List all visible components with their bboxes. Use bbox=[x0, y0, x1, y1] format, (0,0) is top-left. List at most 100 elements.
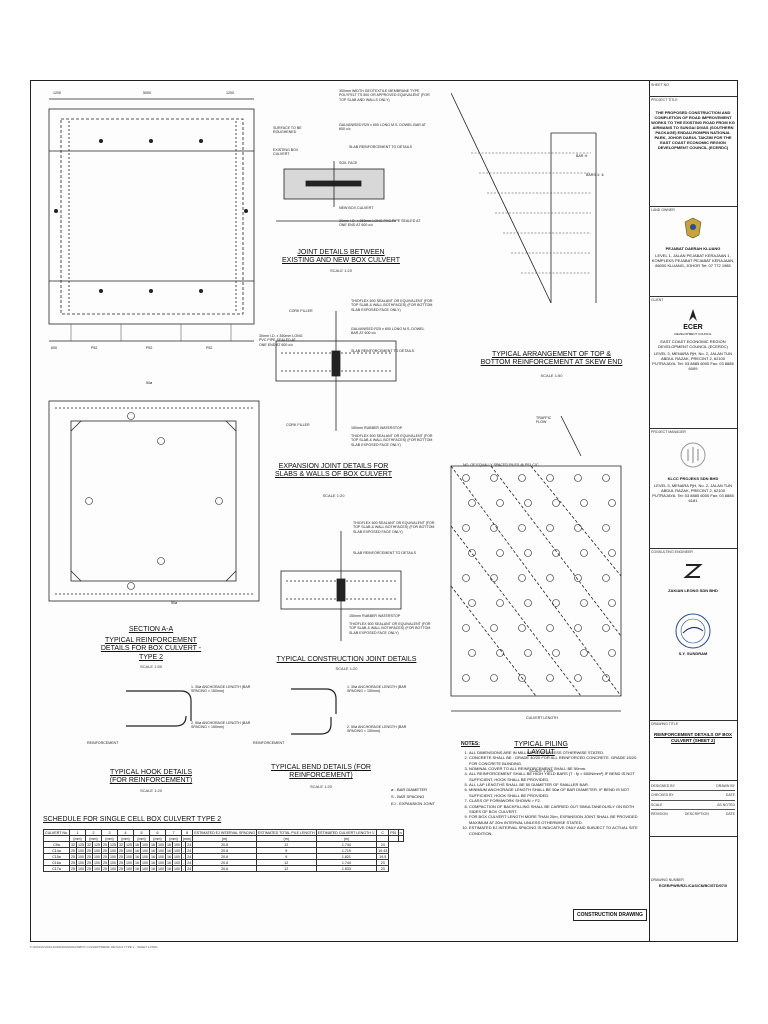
schedule-title: SCHEDULE FOR SINGLE CELL BOX CULVERT TYP… bbox=[43, 816, 222, 823]
pile-marker bbox=[496, 499, 504, 507]
ann-sealant: THIOFLEX 600 SEALANT OR EQUIVALENT (FOR … bbox=[351, 299, 433, 312]
pile-marker bbox=[602, 574, 610, 582]
note-item: CLASS OF FORMWORK SHOWN > F2. bbox=[469, 798, 641, 803]
schedule-unit bbox=[397, 835, 404, 842]
table-cell: 100 bbox=[75, 865, 86, 872]
pile-marker bbox=[546, 574, 554, 582]
pile-marker bbox=[518, 474, 526, 482]
scale-hook: SCALE 1:20 bbox=[139, 788, 162, 793]
table-cell: 16 bbox=[132, 865, 141, 872]
ann-existing: EXISTING BOX CULVERT bbox=[273, 148, 299, 157]
note-item: COMPACTION OF BACKFILLING SHALL BE CARRI… bbox=[469, 804, 641, 815]
pile-marker bbox=[552, 549, 560, 557]
pile-marker bbox=[546, 624, 554, 632]
pile-marker bbox=[608, 649, 616, 657]
ann-anchorage-a: 1. 30ø ANCHORAGE LENGTH (BAR SPACING > 1… bbox=[191, 685, 251, 694]
pile-marker bbox=[574, 574, 582, 582]
table-cell: 25 bbox=[100, 865, 109, 872]
pile-marker bbox=[518, 524, 526, 532]
pile-marker bbox=[462, 524, 470, 532]
ann-surface: SURFACE TO BE ROUGHENED bbox=[273, 126, 302, 135]
pile-marker bbox=[580, 649, 588, 657]
title-block: SHEET NO. PROJECT TITLE THE PROPOSED CON… bbox=[649, 81, 737, 941]
notes-list: ALL DIMENSIONS ARE IN MILLIMETERS UNLESS… bbox=[461, 750, 641, 836]
ann-cork-filler: CORK FILLER bbox=[289, 309, 313, 313]
pile-marker bbox=[574, 524, 582, 532]
ann-slab-reinf-2: SLAB REINFORCEMENT TO DETAILS bbox=[351, 349, 415, 353]
file-path-footer: F:\2016\ZL\2016-ECER\DRAWINGS\BOX CULVER… bbox=[30, 945, 158, 949]
pile-marker bbox=[490, 524, 498, 532]
pile-marker bbox=[552, 599, 560, 607]
ann-slab-reinf: SLAB REINFORCEMENT TO DETAILS bbox=[349, 145, 413, 149]
klcc-logo-icon bbox=[679, 441, 707, 469]
expansion-joint-detail bbox=[275, 311, 397, 431]
pile-marker bbox=[468, 649, 476, 657]
ann-anchorage-b-2: 2. 50ø ANCHORAGE LENGTH (BAR SPACING < 1… bbox=[347, 725, 407, 734]
pile-marker bbox=[574, 674, 582, 682]
tb-project-manager: PROJECT MANAGER KLCC PROJEKS SDN BHD LEV… bbox=[649, 429, 737, 549]
pile-marker bbox=[580, 549, 588, 557]
pile-marker bbox=[496, 549, 504, 557]
pile-marker bbox=[546, 474, 554, 482]
pile-marker bbox=[462, 674, 470, 682]
pile-marker bbox=[490, 474, 498, 482]
pile-marker bbox=[580, 499, 588, 507]
pile-marker bbox=[524, 649, 532, 657]
title-expansion: EXPANSION JOINT DETAILS FOR SLABS & WALL… bbox=[275, 463, 392, 479]
scale-construction-joint: SCALE 1:20 bbox=[335, 666, 358, 671]
ann-pvc: 30mm I.D. x 350mm LONG PVC PIPE SEALED A… bbox=[339, 219, 421, 228]
ann-bar-9: BAR ⑨ bbox=[576, 154, 588, 158]
pile-marker bbox=[462, 474, 470, 482]
pile-marker bbox=[518, 574, 526, 582]
pile-marker bbox=[602, 524, 610, 532]
construction-drawing-stamp: CONSTRUCTION DRAWING bbox=[573, 909, 647, 921]
note-item: ALL REINFORCEMENT SHALL BE HIGH YIELD BA… bbox=[469, 771, 641, 782]
note-item: NOMINAL COVER TO ALL REINFORCEMENT SHALL… bbox=[469, 766, 641, 771]
table-cell: 100 bbox=[107, 865, 118, 872]
pile-marker bbox=[496, 599, 504, 607]
drawing-sheet: 1200 5000 1200 P52 P52 P52 600 SURFACE T… bbox=[30, 80, 738, 942]
ann-bars-1-2: BARS ① ② bbox=[586, 173, 605, 177]
title-joint-existing: JOINT DETAILS BETWEEN EXISTING AND NEW B… bbox=[282, 249, 400, 265]
pile-marker bbox=[574, 624, 582, 632]
pile-marker bbox=[524, 549, 532, 557]
ann-sealant-3: THIOFLEX 600 SEALANT OR EQUIVALENT (FOR … bbox=[353, 521, 435, 534]
ann-dowel-2: GALVANISED R25 x 600 LONG M.S. DOWEL BAR… bbox=[351, 327, 425, 336]
table-cell: C17a bbox=[43, 865, 70, 872]
ann-slab-reinf-3: SLAB REINFORCEMENT TO DETAILS bbox=[353, 551, 417, 555]
pile-marker bbox=[602, 674, 610, 682]
pile-marker bbox=[546, 524, 554, 532]
legend: ø - BAR DIAMETER S - BAR SPACING EJ - EX… bbox=[391, 787, 435, 807]
note-item: CONCRETE SHALL BE : GRADE 40/20 FOR ALL … bbox=[469, 755, 641, 766]
note-item: MINIMUM ANCHORAGE LENGTH SHALL BE 50ø OF… bbox=[469, 787, 641, 798]
section-aa-view bbox=[48, 400, 260, 602]
ecer-logo-icon bbox=[679, 307, 707, 323]
tb-drawing-number: DRAWING NUMBER ECER/PWR/RZL/CAS/CN/BC/ST… bbox=[649, 837, 737, 941]
project-title: THE PROPOSED CONSTRUCTION AND COMPLETION… bbox=[651, 110, 735, 151]
dim-50o-bottom: 50ø bbox=[171, 601, 178, 605]
pile-marker bbox=[518, 674, 526, 682]
legend-item: ø - BAR DIAMETER bbox=[391, 787, 428, 792]
title-hook: TYPICAL HOOK DETAILS (FOR REINFORCEMENT) bbox=[109, 769, 193, 785]
piling-layout bbox=[450, 416, 622, 712]
title-construction-joint: TYPICAL CONSTRUCTION JOINT DETAILS bbox=[276, 656, 417, 663]
tb-meta: DESIGNED BY DRAWN BY CHECKED BY DATE SCA… bbox=[649, 781, 737, 837]
ann-culvert-length: CULVERT LENGTH bbox=[526, 716, 558, 720]
joint-detail-existing bbox=[276, 161, 396, 222]
table-cell: 1.633 bbox=[315, 865, 378, 872]
zakian-logo-icon bbox=[683, 561, 703, 581]
note-item: FOR BOX CULVERT LENGTH MORE THAN 20m, EX… bbox=[469, 814, 641, 825]
pile-marker bbox=[574, 474, 582, 482]
title-skew-end: TYPICAL ARRANGEMENT OF TOP & BOTTOM REIN… bbox=[480, 351, 623, 367]
plan-view-top bbox=[48, 98, 255, 342]
title-section-aa: SECTION A-A bbox=[128, 626, 174, 633]
tb-drawing-title: DRAWING TITLE REINFORCEMENT DETAILS OF B… bbox=[649, 721, 737, 781]
ann-piles-count: NO. OF EQUALLY SPACED PILES @ P51 C/C bbox=[463, 463, 539, 467]
table-cell: 100 bbox=[155, 865, 166, 872]
dim-p52-a: P52 bbox=[91, 346, 98, 350]
ann-geotextile: 300mm WIDTH GEOTEXTILE MEMBRANE TYPE POL… bbox=[339, 89, 430, 102]
tb-sheet-no: SHEET NO. bbox=[649, 81, 737, 97]
